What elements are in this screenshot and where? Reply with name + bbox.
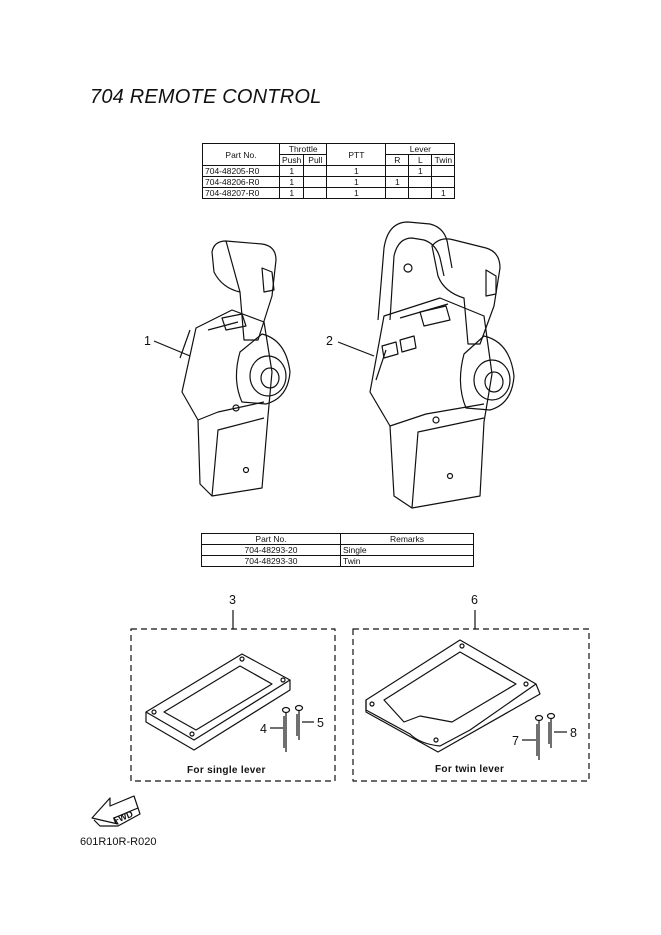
callout-3: 3 <box>229 593 236 607</box>
screw-7-drawing <box>534 714 544 760</box>
remote-control-twin-drawing <box>369 221 515 509</box>
screw-4-drawing <box>281 706 291 752</box>
fwd-arrow-icon <box>91 795 141 827</box>
table-row: 704-48293-20 Single <box>201 544 474 556</box>
cell-push: 1 <box>278 187 305 199</box>
kit-frame-twin <box>352 628 590 782</box>
page-title: 704 REMOTE CONTROL <box>90 86 322 108</box>
leader-line-2 <box>337 341 375 357</box>
table-row: 704-48206-R0 1 1 1 <box>202 176 456 188</box>
table-row: 704-48293-30 Twin <box>201 555 474 567</box>
callout-5: 5 <box>317 716 324 730</box>
callout-7: 7 <box>512 734 519 748</box>
cell-twin: 1 <box>431 187 456 199</box>
figure-code: 601R10R-R020 <box>80 836 157 848</box>
gasket-twin-drawing <box>365 639 541 753</box>
header-part-no: Part No. <box>201 533 341 545</box>
header-remarks: Remarks <box>340 533 474 545</box>
leader-line-1 <box>153 340 191 357</box>
cell-part-no: 704-48293-20 <box>201 544 341 556</box>
callout-2: 2 <box>326 334 333 348</box>
kit-label-single: For single lever <box>187 765 266 776</box>
gasket-single-drawing <box>145 653 291 751</box>
callout-8: 8 <box>570 726 577 740</box>
cell-part-no: 704-48293-30 <box>201 555 341 567</box>
screw-5-drawing <box>294 704 304 740</box>
callout-4: 4 <box>260 722 267 736</box>
cell-remarks: Single <box>340 544 474 556</box>
callout-6: 6 <box>471 593 478 607</box>
remote-control-spec-table: Part No. Throttle PTT Lever Push Pull R … <box>202 143 456 199</box>
screw-8-drawing <box>546 712 556 748</box>
cell-remarks: Twin <box>340 555 474 567</box>
table-row: 704-48205-R0 1 1 1 <box>202 165 456 177</box>
header-twin: Twin <box>431 154 456 166</box>
table-row: 704-48207-R0 1 1 1 <box>202 187 456 199</box>
kit-spec-table: Part No. Remarks 704-48293-20 Single 704… <box>201 533 474 567</box>
kit-frame-single <box>130 628 336 782</box>
remote-control-single-drawing <box>179 240 291 497</box>
kit-label-twin: For twin lever <box>435 764 505 775</box>
callout-1: 1 <box>144 334 151 348</box>
